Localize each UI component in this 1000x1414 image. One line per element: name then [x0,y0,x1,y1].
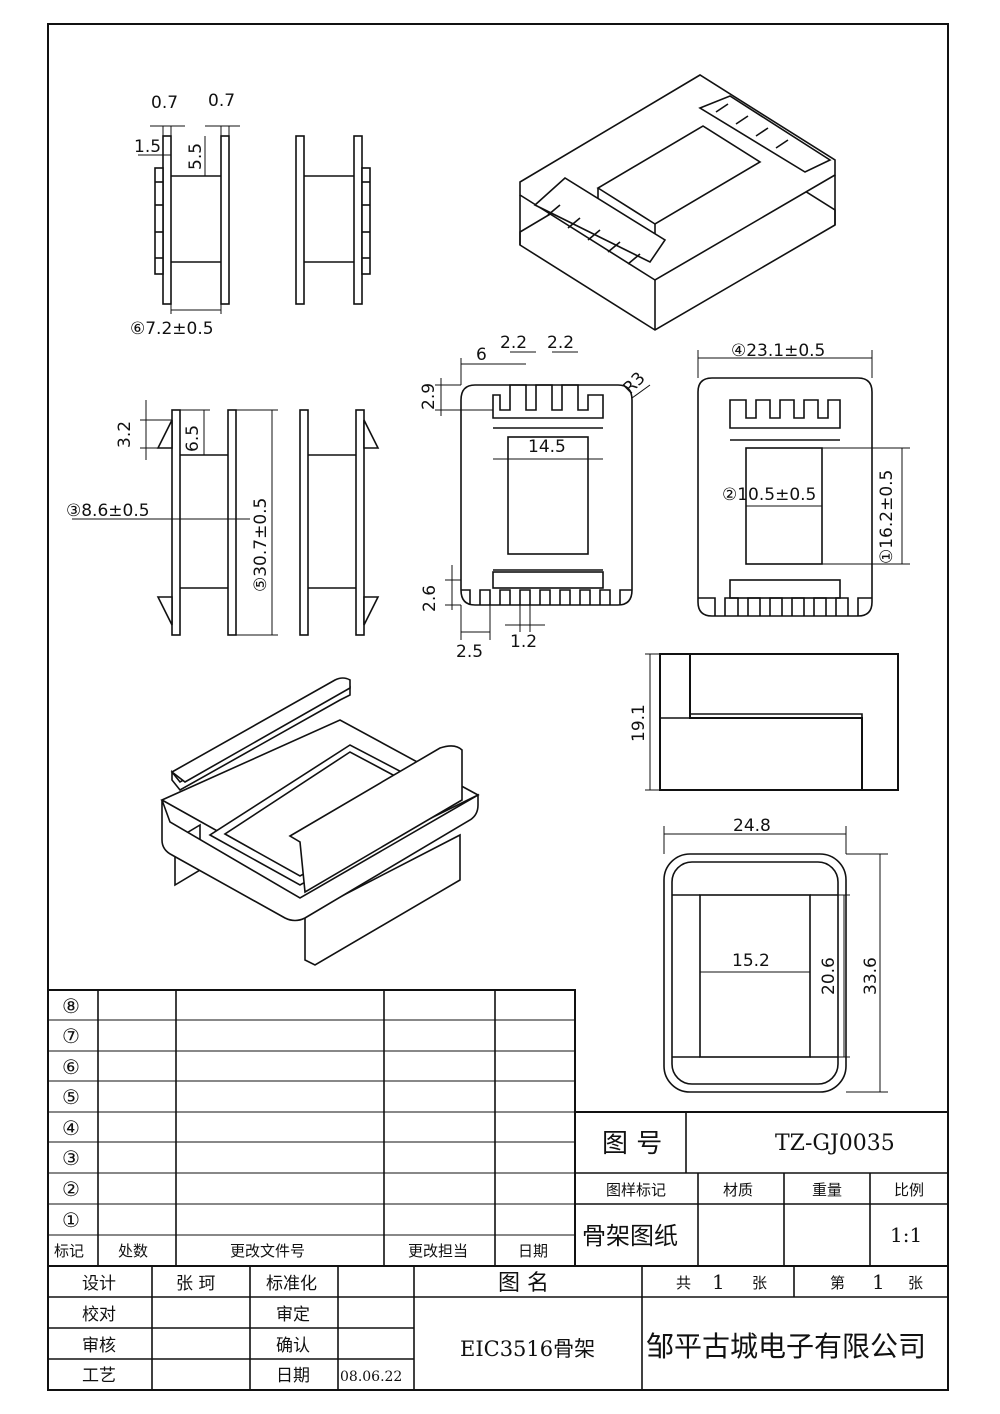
isometric-view-top [519,74,836,331]
side-view-2 [295,135,371,305]
material-label: 材质 [723,1181,753,1199]
front-view: 3.2 6.5 ③8.6±0.5 ⑤30.7±0.5 [66,400,380,636]
dim-text: 2.2 [547,333,574,353]
dim-text: 0.7 [151,93,178,113]
frame-view: 24.8 15.2 20.6 33.6 [663,816,888,1093]
revision-header: 处数 [118,1242,148,1260]
dim-text: 15.2 [732,951,770,971]
drawing-border [47,23,949,1391]
dim-text: 24.8 [733,816,771,836]
side-view-1: 0.7 0.7 1.5 5.5 ⑥7.2±0.5 [130,91,240,339]
dim-text: 0.7 [208,91,235,111]
total-prefix: 共 [676,1274,691,1292]
process-label: 工艺 [82,1366,116,1386]
dim-text: 3.2 [115,421,135,448]
revision-mark: ④ [62,1116,80,1140]
drawing-name-label: 图 名 [498,1271,549,1296]
title-block: 图 号 TZ-GJ0035 图样标记 材质 重量 比例 骨架图纸 1:1 设计 … [48,1111,948,1390]
review-label: 审核 [82,1336,116,1356]
revision-header: 更改担当 [408,1242,468,1260]
dim-text: ①16.2±0.5 [877,470,897,564]
revision-header: 日期 [518,1242,548,1260]
revision-mark: ⑧ [62,994,80,1018]
approve-label: 审定 [276,1305,310,1325]
revision-mark: ⑥ [62,1055,80,1079]
dim-text: 2.2 [500,333,527,353]
dim-text: 1.2 [510,632,537,652]
drawing-name: EIC3516骨架 [460,1337,595,1361]
dim-text: 2.6 [420,585,440,612]
dim-text: ⑤30.7±0.5 [251,498,271,592]
dim-text: 6 [476,345,487,365]
page-number: 1 [872,1270,885,1294]
dim-text: 6.5 [183,425,203,452]
dim-text: ②10.5±0.5 [722,485,816,505]
dim-text: 20.6 [819,957,839,995]
drawing-number-label: 图 号 [602,1129,662,1159]
weight-label: 重量 [812,1181,842,1199]
base-view: ④23.1±0.5 ②10.5±0.5 ①16.2±0.5 [697,341,910,617]
revision-table: ⑧ ⑦ ⑥ ⑤ ④ ③ ② ① 标记 处数 更改文件号 更改担当 日期 [48,989,576,1266]
dim-text: 33.6 [861,957,881,995]
dim-text: ④23.1±0.5 [731,341,825,361]
mark-label: 图样标记 [606,1181,666,1199]
dim-text: 5.5 [186,143,206,170]
drawing-number: TZ-GJ0035 [775,1131,895,1156]
page-prefix: 第 [830,1274,845,1292]
step-view: 19.1 [629,653,899,791]
isometric-view-bottom [160,677,480,966]
dim-text: 2.5 [456,642,483,662]
standard-label: 标准化 [266,1274,317,1294]
date-value: 08.06.22 [340,1369,402,1385]
sheet-type: 骨架图纸 [582,1222,678,1250]
design-label: 设计 [82,1274,116,1294]
revision-mark: ③ [62,1146,80,1170]
page-suffix: 张 [908,1274,923,1292]
revision-mark: ① [62,1208,80,1232]
dim-text: 2.9 [419,383,439,410]
company-name: 邹平古城电子有限公司 [646,1330,926,1363]
dim-text: 1.5 [134,137,161,157]
top-plan-view: 6 2.2 2.2 2.9 R3 14.5 2.6 2.5 1.2 [419,333,651,662]
revision-mark: ⑤ [62,1085,80,1109]
total-sheets: 1 [712,1270,725,1294]
dim-text: ⑥7.2±0.5 [130,319,214,339]
designer-name: 张 珂 [176,1274,215,1294]
scale-label: 比例 [894,1181,924,1199]
dim-text: 14.5 [528,437,566,457]
revision-mark: ⑦ [62,1024,80,1048]
dim-text: 19.1 [629,704,649,742]
revision-header: 更改文件号 [230,1242,305,1260]
date-label: 日期 [276,1366,310,1386]
check-label: 校对 [82,1305,116,1325]
scale-value: 1:1 [890,1223,922,1247]
revision-mark: ② [62,1177,80,1201]
dim-text: ③8.6±0.5 [66,501,150,521]
confirm-label: 确认 [276,1336,310,1356]
total-suffix: 张 [752,1274,767,1292]
revision-header: 标记 [54,1242,84,1260]
